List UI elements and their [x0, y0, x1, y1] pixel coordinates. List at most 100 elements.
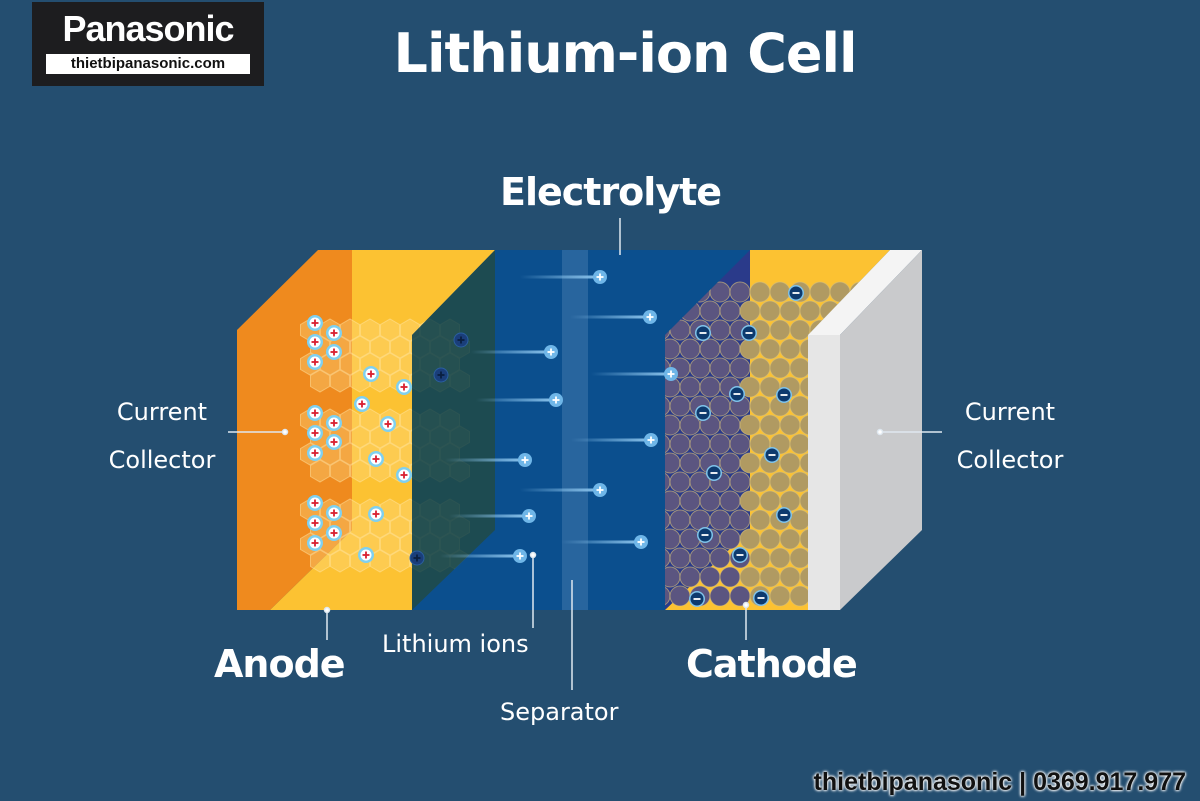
cathode-particle: [679, 528, 701, 550]
graphite-hex: [350, 459, 370, 483]
electron-icon: [695, 405, 711, 421]
cathode-particle: [709, 395, 731, 417]
cathode-particle: [779, 566, 801, 588]
lithium-ion-icon: [326, 525, 342, 541]
footer-contact: thietbipanasonic | 0369.917.977: [813, 768, 1186, 796]
lithium-ion-icon: [593, 270, 607, 284]
cathode-particle: [799, 300, 821, 322]
logo-url: thietbipanasonic.com: [46, 54, 250, 74]
lithium-ion-icon: [307, 315, 323, 331]
lithium-ion-icon: [593, 483, 607, 497]
electron-icon: [776, 387, 792, 403]
lithium-ion-icon: [368, 451, 384, 467]
electron-icon: [695, 325, 711, 341]
cathode-particle: [679, 338, 701, 360]
cathode-particle: [789, 433, 811, 455]
lithium-ion-icon: [522, 509, 536, 523]
graphite-hex: [330, 459, 350, 483]
graphite-hex: [380, 498, 400, 522]
cathode-particle: [749, 509, 771, 531]
cathode-particle: [769, 585, 791, 607]
cathode-particle: [709, 319, 731, 341]
lithium-ion-icon: [664, 367, 678, 381]
lithium-ion-icon: [368, 506, 384, 522]
ion-motion-trail: [520, 275, 594, 279]
cathode-particle: [719, 300, 741, 322]
anode-current-collector: [237, 250, 352, 610]
lithium-ion-icon: [453, 332, 469, 348]
cathode-particle: [729, 509, 751, 531]
cathode-particle: [699, 566, 721, 588]
cathode-particle: [679, 376, 701, 398]
lithium-ion-icon: [326, 505, 342, 521]
cathode-particle: [759, 528, 781, 550]
cathode-particle: [729, 471, 751, 493]
ion-motion-trail: [449, 514, 523, 518]
cathode-particle: [709, 585, 731, 607]
cathode-particle: [749, 471, 771, 493]
cathode-particle: [719, 490, 741, 512]
graphite-hex: [310, 459, 330, 483]
ion-motion-trail: [445, 458, 519, 462]
cathode-particle: [759, 300, 781, 322]
electron-icon: [732, 547, 748, 563]
lithium-ion-icon: [634, 535, 648, 549]
cathode-particle: [879, 566, 890, 588]
cathode-particle: [779, 414, 801, 436]
cathode-particle: [759, 414, 781, 436]
cathode-particle: [749, 547, 771, 569]
cathode-particle: [669, 585, 691, 607]
cathode-particle: [699, 338, 721, 360]
graphite-hex: [380, 318, 400, 342]
cathode-particle: [789, 547, 811, 569]
anode-interface-panel: [412, 250, 495, 610]
electron-icon: [788, 285, 804, 301]
graphite-hex: [310, 369, 330, 393]
lithium-ion-icon: [307, 445, 323, 461]
cathode-particle: [769, 547, 791, 569]
cathode-particle: [749, 395, 771, 417]
graphite-hex: [340, 318, 360, 342]
graphite-hex: [360, 318, 380, 342]
cathode-particle: [779, 452, 801, 474]
cathode-particle: [729, 357, 751, 379]
graphite-hex: [350, 425, 370, 449]
cathode-particle: [689, 433, 711, 455]
graphite-hex: [340, 532, 360, 556]
lithium-ion-icon: [326, 344, 342, 360]
graphite-hex: [370, 335, 390, 359]
ion-motion-trail: [591, 372, 665, 376]
cathode-particle: [789, 395, 811, 417]
cathode-particle: [779, 528, 801, 550]
electron-icon: [729, 386, 745, 402]
electron-icon: [697, 527, 713, 543]
cathode-particle: [719, 338, 741, 360]
cathode-particle: [769, 281, 791, 303]
lithium-ion-icon: [307, 334, 323, 350]
cathode-particle: [739, 414, 761, 436]
cathode-particle: [699, 490, 721, 512]
graphite-hex: [360, 408, 380, 432]
cathode-particle: [689, 357, 711, 379]
graphite-hex: [380, 532, 400, 556]
label-line: Current: [964, 398, 1056, 426]
cathode-particle: [789, 509, 811, 531]
cathode-particle: [769, 471, 791, 493]
graphite-hex: [330, 369, 350, 393]
ion-motion-trail: [571, 438, 645, 442]
electron-icon: [764, 447, 780, 463]
cathode-particle: [719, 452, 741, 474]
cathode-particle: [669, 471, 691, 493]
logo-brand: Panasonic: [62, 8, 234, 49]
cathode-particle: [789, 357, 811, 379]
cathode-particle: [759, 338, 781, 360]
cathode-particle: [719, 414, 741, 436]
cathode-particle: [679, 452, 701, 474]
ion-motion-trail: [476, 398, 550, 402]
cathode-particle: [669, 547, 691, 569]
cathode-particle: [669, 509, 691, 531]
lithium-ion-icon: [643, 310, 657, 324]
ion-motion-trail: [561, 540, 635, 544]
page-title: Lithium-ion Cell: [393, 22, 858, 85]
cathode-particle: [669, 433, 691, 455]
